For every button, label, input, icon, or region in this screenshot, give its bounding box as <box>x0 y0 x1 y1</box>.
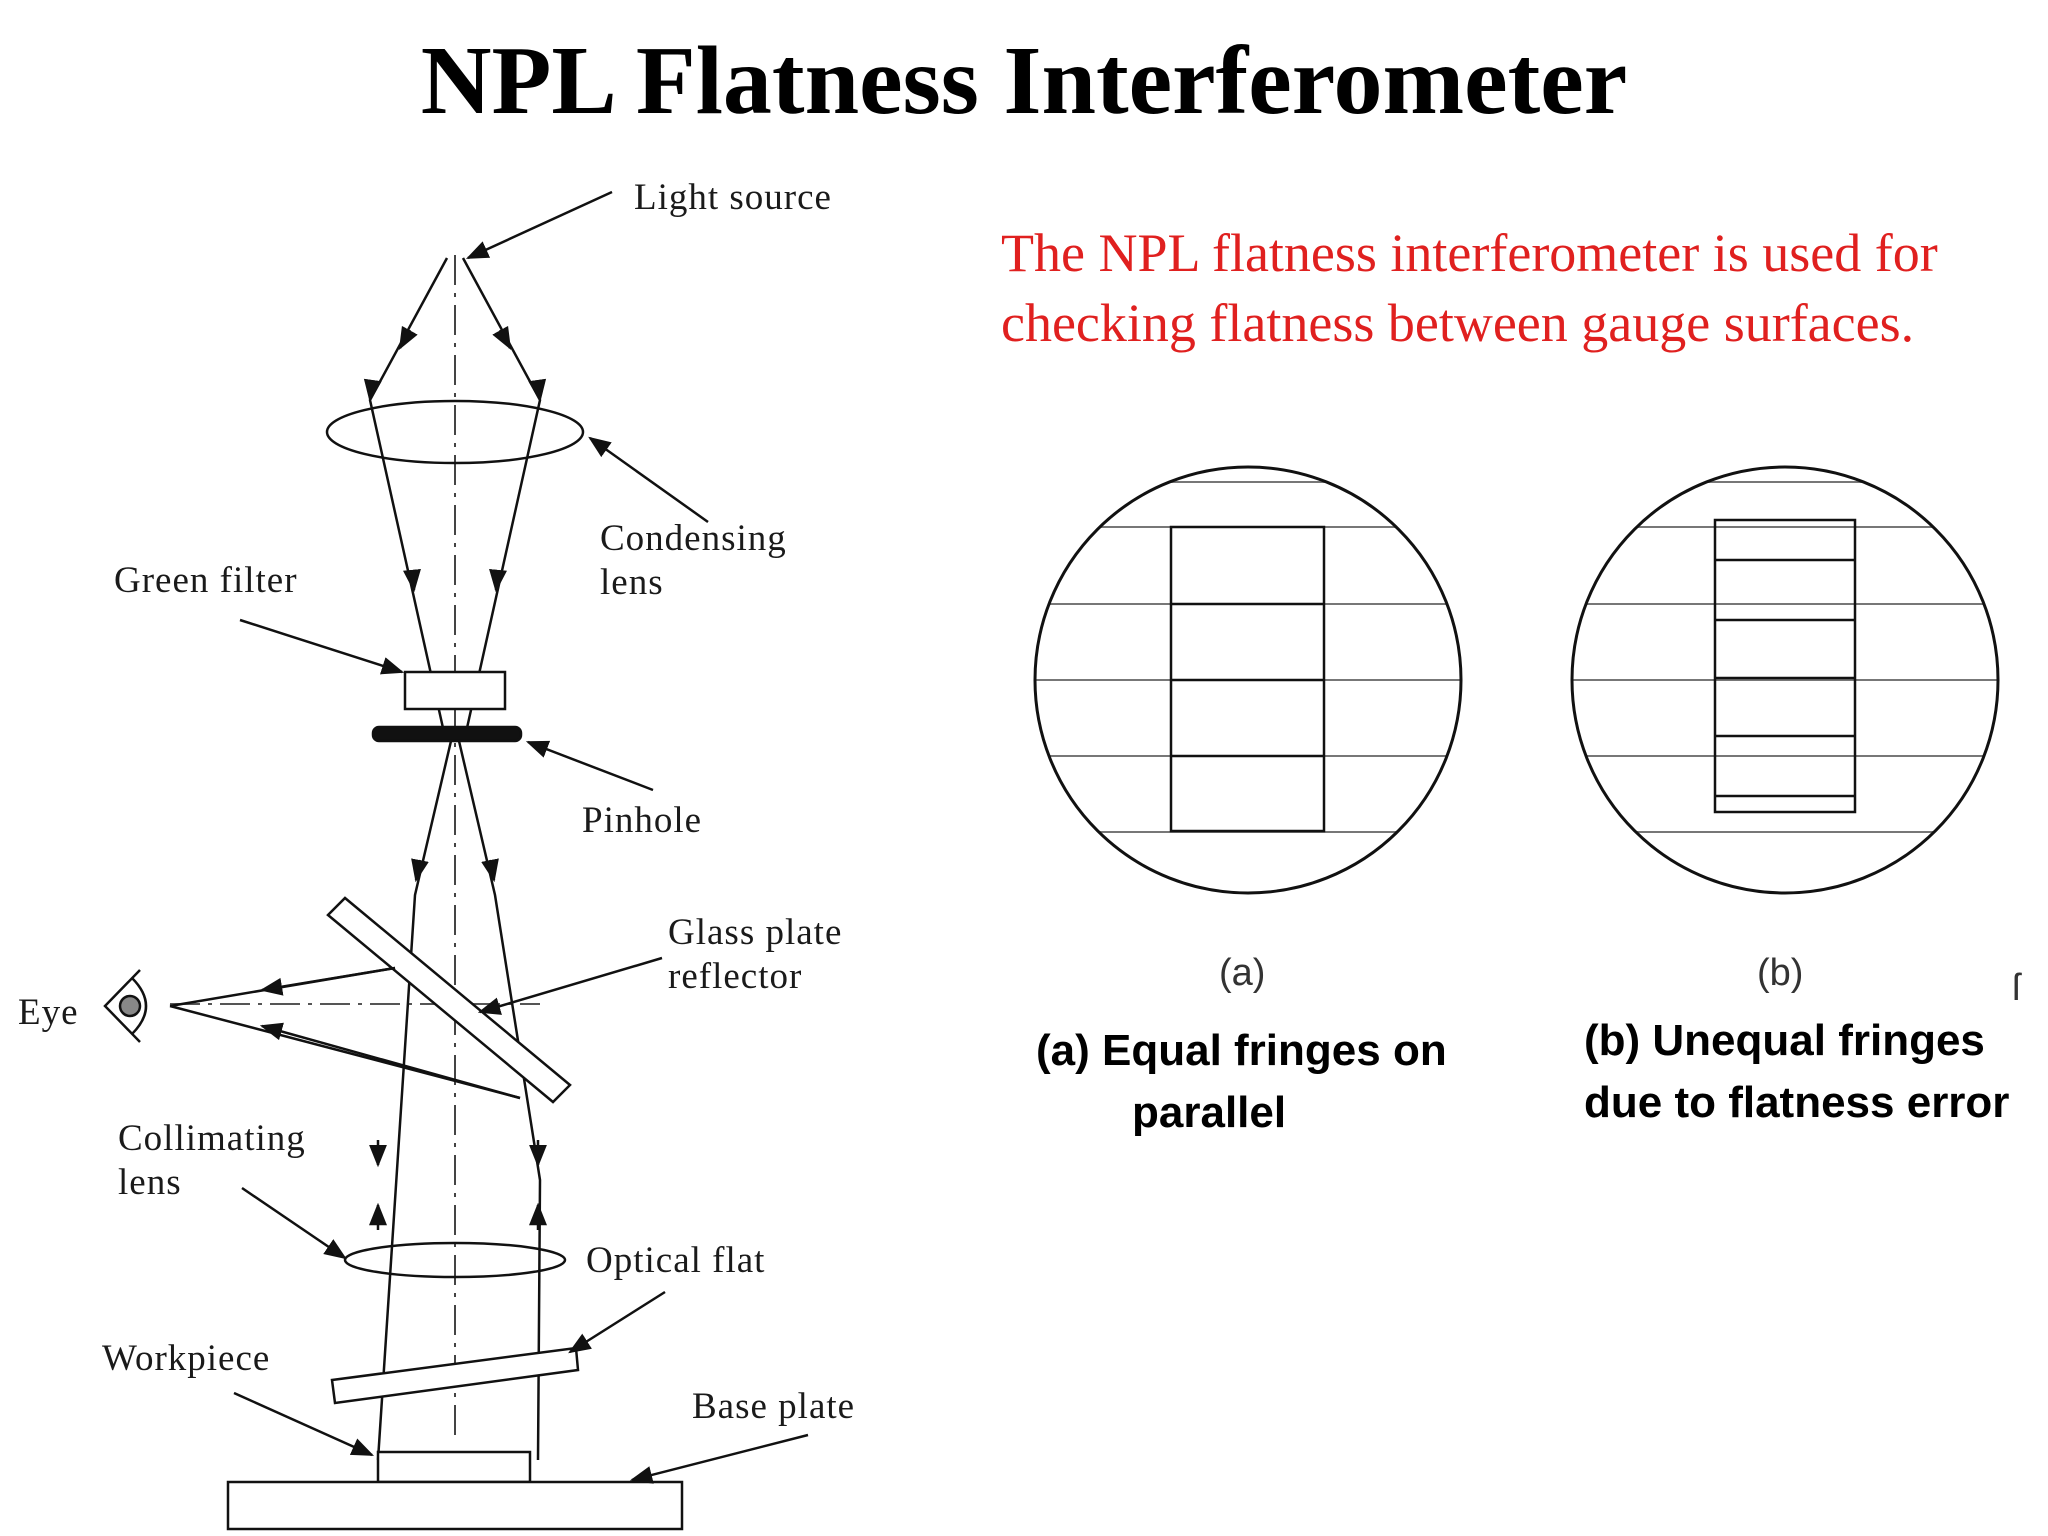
ray-diverge-right <box>457 740 542 1461</box>
ray-diverge-left <box>376 740 453 1461</box>
glass-plate-reflector <box>326 896 572 1104</box>
condensing-lens <box>325 399 585 465</box>
caption-b-line1: (b) Unequal fringes <box>1584 1016 1985 1065</box>
optical-flat <box>330 1346 580 1405</box>
base-plate <box>226 1480 684 1531</box>
label-collimating: Collimating <box>118 1118 306 1159</box>
caption-b-line2: due to flatness error <box>1584 1078 2010 1127</box>
label-condensing-lens: Condensing <box>600 518 787 559</box>
label-pinhole: Pinhole <box>582 800 702 841</box>
label-optical-flat: Optical flat <box>586 1240 765 1281</box>
fringe-label-b: (b) <box>1757 952 1803 994</box>
ray-source-left <box>363 257 449 729</box>
eye-symbol <box>103 969 141 1043</box>
label-eye: Eye <box>18 992 79 1033</box>
page-title: NPL Flatness Interferometer <box>420 27 1628 135</box>
label-condensing-lens-2: lens <box>600 562 664 603</box>
caption-a: (a) Equal fringes on parallel <box>1036 1020 1596 1144</box>
collimating-lens <box>343 1241 567 1279</box>
description-text: The NPL flatness interferometer is used … <box>1001 223 1938 353</box>
caption-a-line2: parallel <box>1132 1088 1287 1137</box>
label-collimating-2: lens <box>118 1162 182 1203</box>
caption-a-line1: (a) Equal fringes on <box>1036 1026 1447 1075</box>
ray-source-right <box>461 257 547 729</box>
label-glass-plate: Glass plate <box>668 912 842 953</box>
stray-mark: ſ <box>2012 967 2022 1009</box>
label-light-source: Light source <box>634 177 832 218</box>
workpiece <box>376 1450 532 1484</box>
label-workpiece: Workpiece <box>102 1338 270 1379</box>
fringe-label-a: (a) <box>1219 952 1265 994</box>
label-glass-plate-2: reflector <box>668 956 802 997</box>
label-green-filter: Green filter <box>114 560 298 601</box>
label-base-plate: Base plate <box>692 1386 855 1427</box>
pinhole-plate <box>371 725 523 743</box>
green-filter <box>403 670 507 711</box>
caption-b: (b) Unequal fringes due to flatness erro… <box>1584 1010 2044 1134</box>
